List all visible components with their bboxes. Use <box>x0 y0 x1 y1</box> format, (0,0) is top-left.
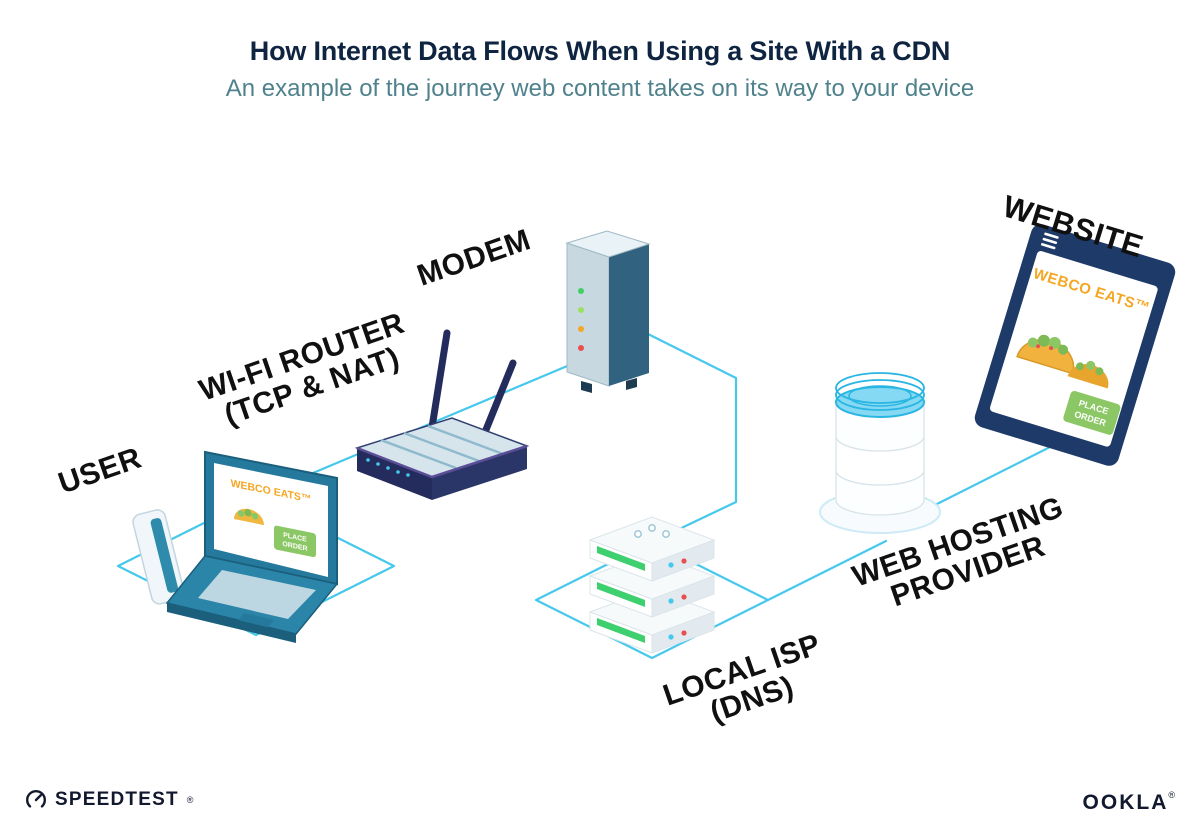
ookla-trademark: ® <box>1168 790 1175 800</box>
server-led-strip <box>597 582 645 607</box>
router-front-left-face <box>357 448 432 500</box>
router-top-grooves <box>380 424 504 470</box>
server-led-strip <box>597 618 645 643</box>
page-title: How Internet Data Flows When Using a Sit… <box>249 36 951 66</box>
router-front-right-face <box>432 446 527 500</box>
db-water-surface <box>835 386 925 418</box>
modem-right-face <box>609 244 649 386</box>
modem-led-orange <box>578 326 584 332</box>
modem-led-lightgreen <box>578 307 584 313</box>
server-top-vents <box>634 524 670 538</box>
modem-left-face <box>566 242 610 387</box>
laptop: WEBCO EATS™ PLACE ORDER <box>165 450 339 643</box>
website-browser: WEBCO EATS™ PLACE ORDER <box>974 224 1176 466</box>
router-antenna-left <box>426 329 451 444</box>
line-hosting-to-website <box>933 440 1062 507</box>
ookla-logo: OOKLA® <box>1083 791 1175 815</box>
browser-viewport <box>990 251 1158 447</box>
isp-server-stack <box>588 516 716 654</box>
place-order-button-bg <box>1063 390 1121 435</box>
modem-top-face <box>565 230 651 258</box>
web-hosting-database <box>819 372 941 534</box>
modem-led-red <box>578 345 584 351</box>
server-dot-blue <box>668 598 674 604</box>
laptop-base-edge <box>167 603 296 643</box>
router-status-leds <box>366 458 410 477</box>
ookla-wordmark: OOKLA <box>1082 791 1169 814</box>
server-dot-red <box>681 630 687 636</box>
page-subtitle: An example of the journey web content ta… <box>225 75 975 102</box>
wifi-router <box>354 329 530 500</box>
modem-foot-left <box>581 381 592 393</box>
place-order-button[interactable]: PLACE ORDER <box>1062 390 1121 436</box>
laptop-order-button[interactable]: PLACE ORDER <box>274 525 316 558</box>
line-modem-to-isp <box>628 323 738 544</box>
server-led-strip <box>597 546 645 571</box>
laptop-trackpad <box>237 613 274 629</box>
router-edge-accent <box>356 444 528 479</box>
user-device: WEBCO EATS™ PLACE ORDER <box>132 450 339 643</box>
modem-led-green <box>578 288 584 294</box>
server-dot-red <box>681 594 687 600</box>
line-isp-to-hosting <box>766 539 888 602</box>
smartphone <box>132 509 185 605</box>
db-water-ring-2 <box>835 372 925 404</box>
taco-icon-large <box>1016 334 1109 389</box>
smartphone-screen <box>150 518 178 593</box>
speedtest-trademark: ® <box>186 794 194 805</box>
server-unit-top <box>588 516 716 582</box>
speedtest-wordmark: SPEEDTEST <box>55 789 179 810</box>
menu-icon[interactable] <box>1041 232 1059 250</box>
modem-status-leds <box>578 288 584 351</box>
taco-icon-small <box>234 508 264 526</box>
speedtest-logo: SPEEDTEST ® <box>25 789 193 811</box>
modem-foot-right <box>626 378 637 390</box>
db-water-ring-1 <box>835 379 925 411</box>
server-dot-blue <box>668 634 674 640</box>
modem-device <box>565 230 651 393</box>
server-dot-blue <box>668 562 674 568</box>
laptop-order-line1: PLACE <box>283 532 307 544</box>
laptop-keyboard <box>198 570 316 619</box>
laptop-order-button-bg <box>274 525 316 558</box>
server-dot-red <box>681 558 687 564</box>
speedtest-gauge-icon <box>26 789 46 808</box>
db-water-ring-inner <box>848 385 912 407</box>
